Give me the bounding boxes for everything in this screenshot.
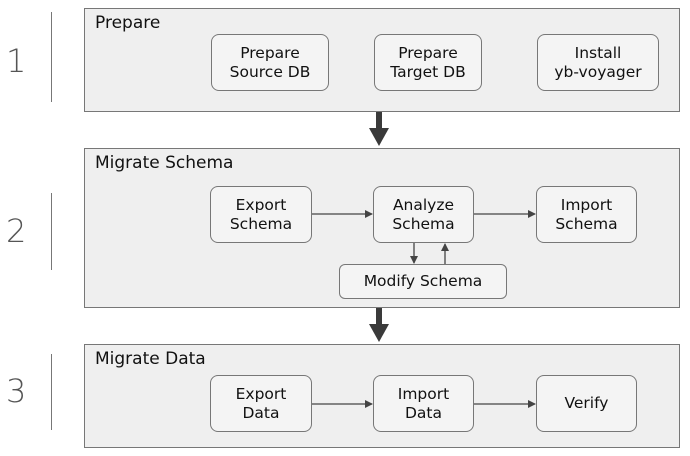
box-label-line: Export	[235, 384, 287, 403]
box-label-line: Export	[235, 195, 287, 214]
box-label-line: Schema	[392, 214, 455, 233]
box-label-line: Data	[404, 403, 442, 422]
box-label-line: Source DB	[229, 62, 311, 81]
box-label-line: Import	[397, 384, 450, 403]
step-divider-2	[51, 193, 52, 270]
step-number-3: 3	[6, 372, 27, 410]
box-label-line: Analyze	[392, 195, 455, 214]
step-number-1: 1	[6, 42, 27, 80]
step-divider-1	[51, 12, 52, 102]
box-label-line: Data	[242, 403, 280, 422]
box-label-line: Target DB	[390, 62, 466, 81]
modify-schema-box: Modify Schema	[339, 264, 507, 299]
step-number-2: 2	[6, 212, 27, 250]
box-label-line: Verify	[564, 394, 609, 412]
box-label-line: Import	[560, 195, 613, 214]
stage-title-prepare: Prepare	[95, 13, 161, 33]
stage-2-to-3-arrow	[369, 308, 389, 342]
stage-1-to-2-arrow	[369, 112, 389, 146]
box-label-line: yb-voyager	[554, 62, 642, 81]
step-divider-3	[51, 354, 52, 430]
box-label-line: Modify Schema	[363, 272, 483, 290]
box-label-line: Schema	[229, 214, 293, 233]
box-label-line: Prepare	[398, 43, 458, 62]
box-label-line: Prepare	[240, 43, 300, 62]
box-label-line: Install	[574, 43, 622, 62]
stage-title-migrate-schema: Migrate Schema	[95, 153, 234, 173]
verify-box: Verify	[536, 375, 637, 432]
stage-title-migrate-data: Migrate Data	[95, 349, 206, 369]
box-label-line: Schema	[555, 214, 618, 233]
